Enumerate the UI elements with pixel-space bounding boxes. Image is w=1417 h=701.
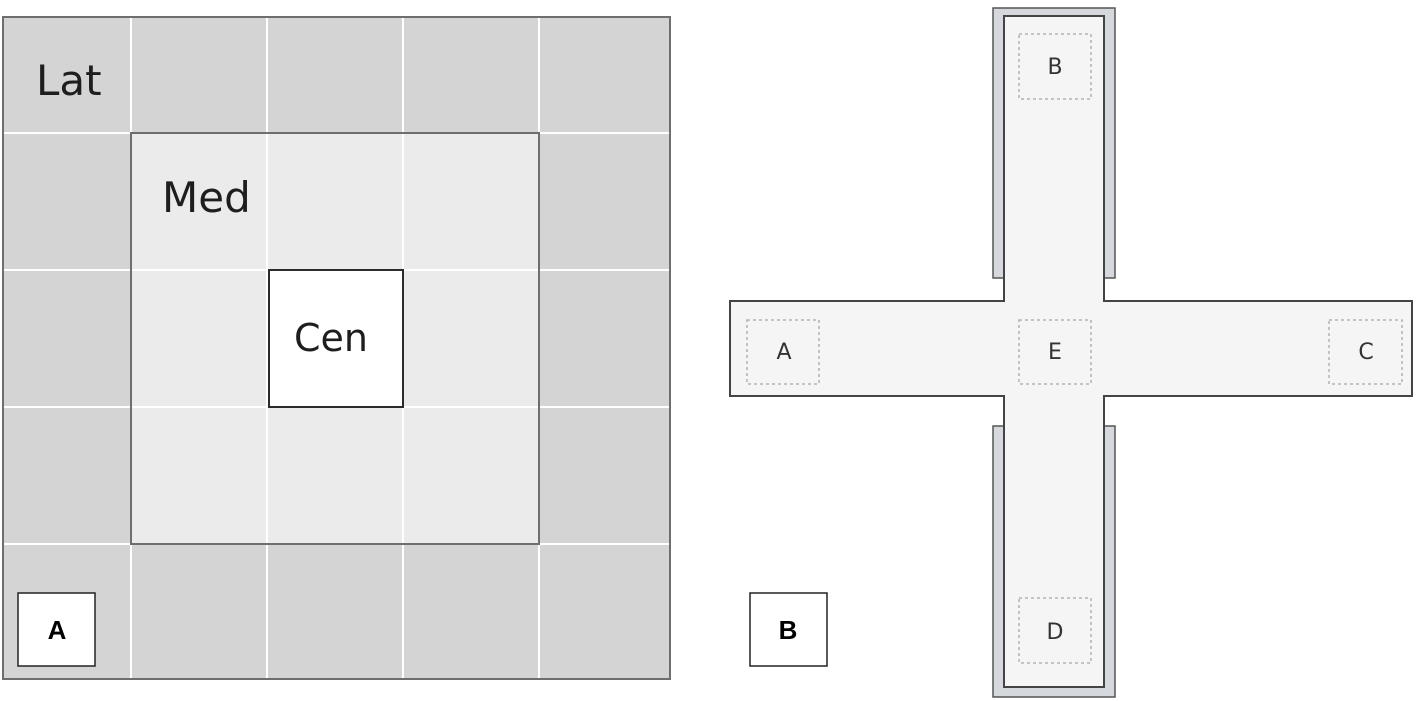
zone-d-label: D	[1047, 620, 1064, 645]
zone-e-box	[1018, 319, 1092, 385]
panel-a-label: A	[48, 615, 67, 645]
medial-zone-border	[130, 132, 540, 545]
panel-b-label: B	[779, 615, 798, 645]
central-zone-label: Cen	[294, 316, 368, 360]
open-field-panel: Lat Med Cen A	[2, 16, 671, 680]
zone-a-label: A	[776, 340, 791, 365]
maze-floor	[729, 15, 1413, 688]
medial-zone-label: Med	[162, 173, 251, 222]
zone-e-label: E	[1048, 340, 1062, 365]
zone-a-box	[746, 319, 820, 385]
zone-d-box	[1018, 597, 1092, 664]
central-zone	[268, 269, 404, 408]
lateral-zone-label: Lat	[36, 56, 102, 105]
zone-b-label: B	[1047, 55, 1062, 80]
zone-b-box	[1018, 33, 1092, 100]
panel-b-label-box	[749, 592, 828, 667]
zone-c-box	[1328, 319, 1403, 385]
panel-a-label-box	[17, 592, 96, 667]
zone-c-label: C	[1358, 340, 1373, 365]
plus-maze-panel: B A E C D B	[729, 7, 1413, 698]
